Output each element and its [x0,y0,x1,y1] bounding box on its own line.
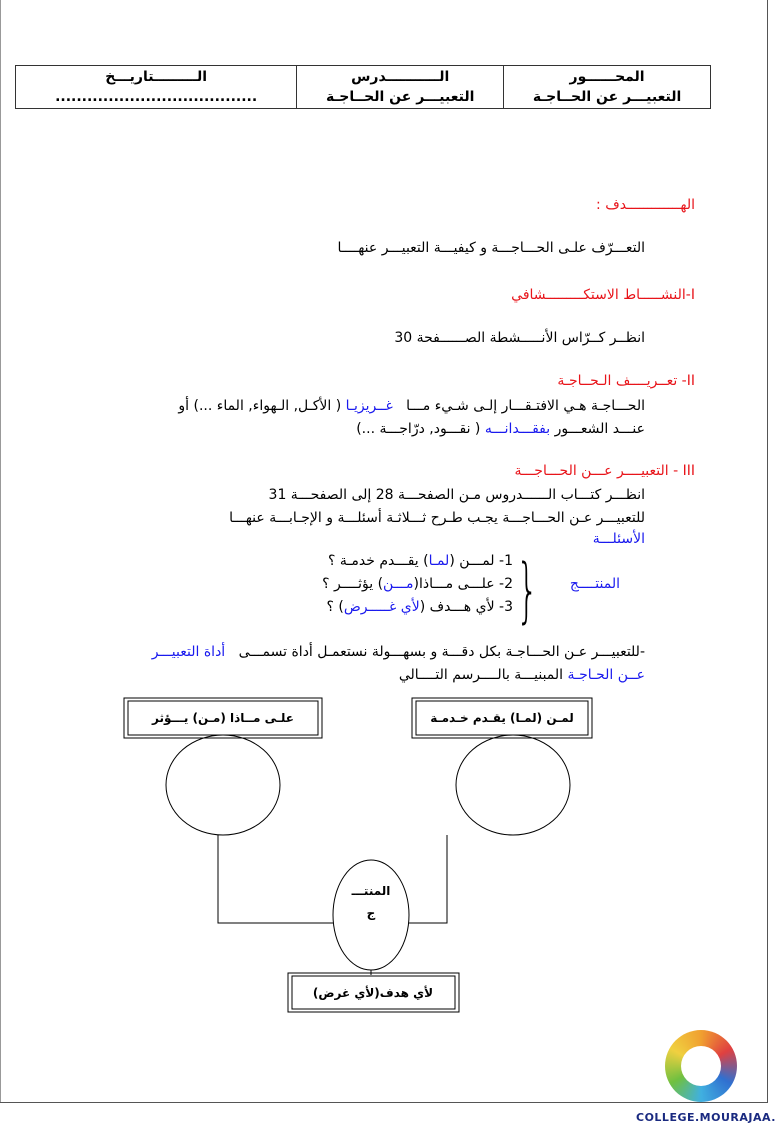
site-url: COLLEGE.MOURAJAA.COM [636,1111,775,1124]
question-2: 2- علـــى مـــاذا(مـــن) يؤثــــر ؟ [322,576,513,592]
box-what-text: علـى مــاذا (مـن) يـــؤثر [151,711,294,726]
question-1: 1- لمـــن (لمـا) يقـــدم خدمـة ؟ [327,553,513,569]
connector-line [217,835,448,924]
paragraph-line2: عــن الحـاجـة المبنيـــة بالــــرسم التـ… [398,667,645,683]
box-whom-shadow [411,697,593,739]
box-purpose-text: لأي هدف(لأي غرض) [313,985,433,1000]
center-text-2: ج [367,906,376,920]
section2-line2: عنـــد الشعـــور بفقـــدانـــه ( نقـــود… [356,421,645,437]
date-cell: الـــــــــتاريـــخ.....................… [14,65,298,109]
section1-title: I-النشـــــاط الاستكـــــــــشافي [511,287,695,303]
product-label: المنتــــج [569,576,620,592]
ellipse-what [165,734,281,836]
section3-line1: انظـــر كتـــاب الــــــدروس مـن الصفحــ… [268,487,645,503]
page-border-bottom [0,1102,768,1103]
section3-line2: للتعبيـــر عـن الحـــاجـــة يجـب طـرح ثـ… [229,510,645,526]
box-whom [415,700,589,736]
section2-line1: الحـــاجـة هـي الافتـقـــار إلـى شـيء مـ… [178,398,645,414]
page-border-right [767,0,768,1103]
expression-diagram: علـى مــاذا (مـن) يـــؤثر لمـن (لمـا) يق… [123,697,593,1013]
paragraph-line1: -للتعبيـــر عـن الحـــاجـة بكل دقـــة و … [151,644,645,660]
site-logo [665,1030,737,1102]
section3-title: III - التعبيــــر عـــن الحـــاجـــة [514,463,696,479]
box-purpose [291,975,456,1010]
ellipse-whom [455,734,571,836]
center-text-1: المنتـــ [351,884,391,898]
page-border-left [0,0,1,1103]
questions-label: الأسئلـــة [592,531,645,547]
box-whom-text: لمـن (لمـا) يقـدم خـدمـة [430,711,574,726]
box-what-shadow [123,697,323,739]
section1-text: انظــر كــرّاس الأنـــــشطة الصــــــفحة… [394,330,645,346]
question-3: 3- لأي هـــدف (لأي غـــــرض) ؟ [326,599,514,615]
section2-title: II- تعــريــــف الـحــاجـة [557,373,695,389]
goal-title: الهـــــــــــــدف : [596,197,695,213]
goal-text: التعـــرّف علـى الحـــاجـــة و كيفيـــة … [337,240,645,256]
box-purpose-shadow [287,972,460,1013]
curly-brace: } [516,549,539,631]
